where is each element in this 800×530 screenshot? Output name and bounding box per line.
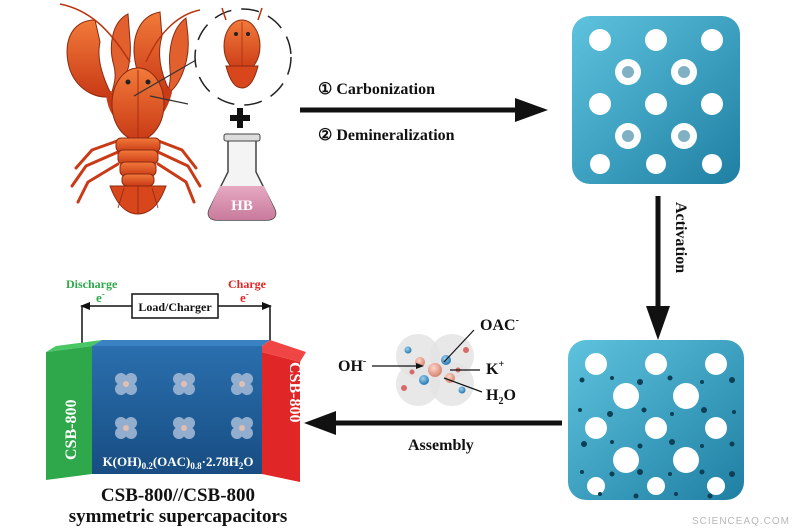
ion-h2o-label: H2O [486,387,516,407]
device-subtitle: symmetric supercapacitors [69,506,288,527]
ion-oh-label: OH- [338,356,366,375]
lobster-illustration [59,3,202,215]
assembly-arrow [304,411,562,435]
ion-cluster [372,329,483,406]
carbon-structure-porous [568,340,744,500]
step-demineralization-label: ② Demineralization [318,127,455,144]
flask-label: HB [231,198,253,214]
electrolyte-ion-grid [115,373,253,439]
zoom-lines [133,59,197,105]
step-carbonization-label: ① Carbonization [318,81,435,98]
load-charger-label: Load/Charger [138,300,212,314]
load-charger-box [131,293,219,319]
plus-icon [230,108,250,128]
circuit [80,302,272,346]
discharge-label: Discharge [66,277,118,291]
carbon-structure-top [572,16,740,184]
activation-label: Activation [672,202,689,273]
electrode-left-label: CSB-800 [63,400,80,460]
activation-arrow [646,196,670,340]
ion-k-label: K+ [486,359,504,378]
electrolyte-formula: K(OH)0.2(OAC)0.8·2.78H2O [103,454,254,471]
charge-electron: e- [240,289,249,305]
device-title: CSB-800//CSB-800 [101,485,255,506]
carbonization-arrow [300,98,548,122]
watermark: SCIENCEAQ.COM [692,516,790,527]
zoom-circle [194,7,292,106]
ion-oac-label: OAC- [480,315,519,334]
electrode-right-label: CSB-800 [286,362,303,422]
supercapacitor-device [46,340,306,482]
assembly-label: Assembly [408,437,474,454]
charge-label: Charge [228,277,267,291]
flask-illustration: HB [207,133,277,221]
discharge-electron: e- [96,289,105,305]
